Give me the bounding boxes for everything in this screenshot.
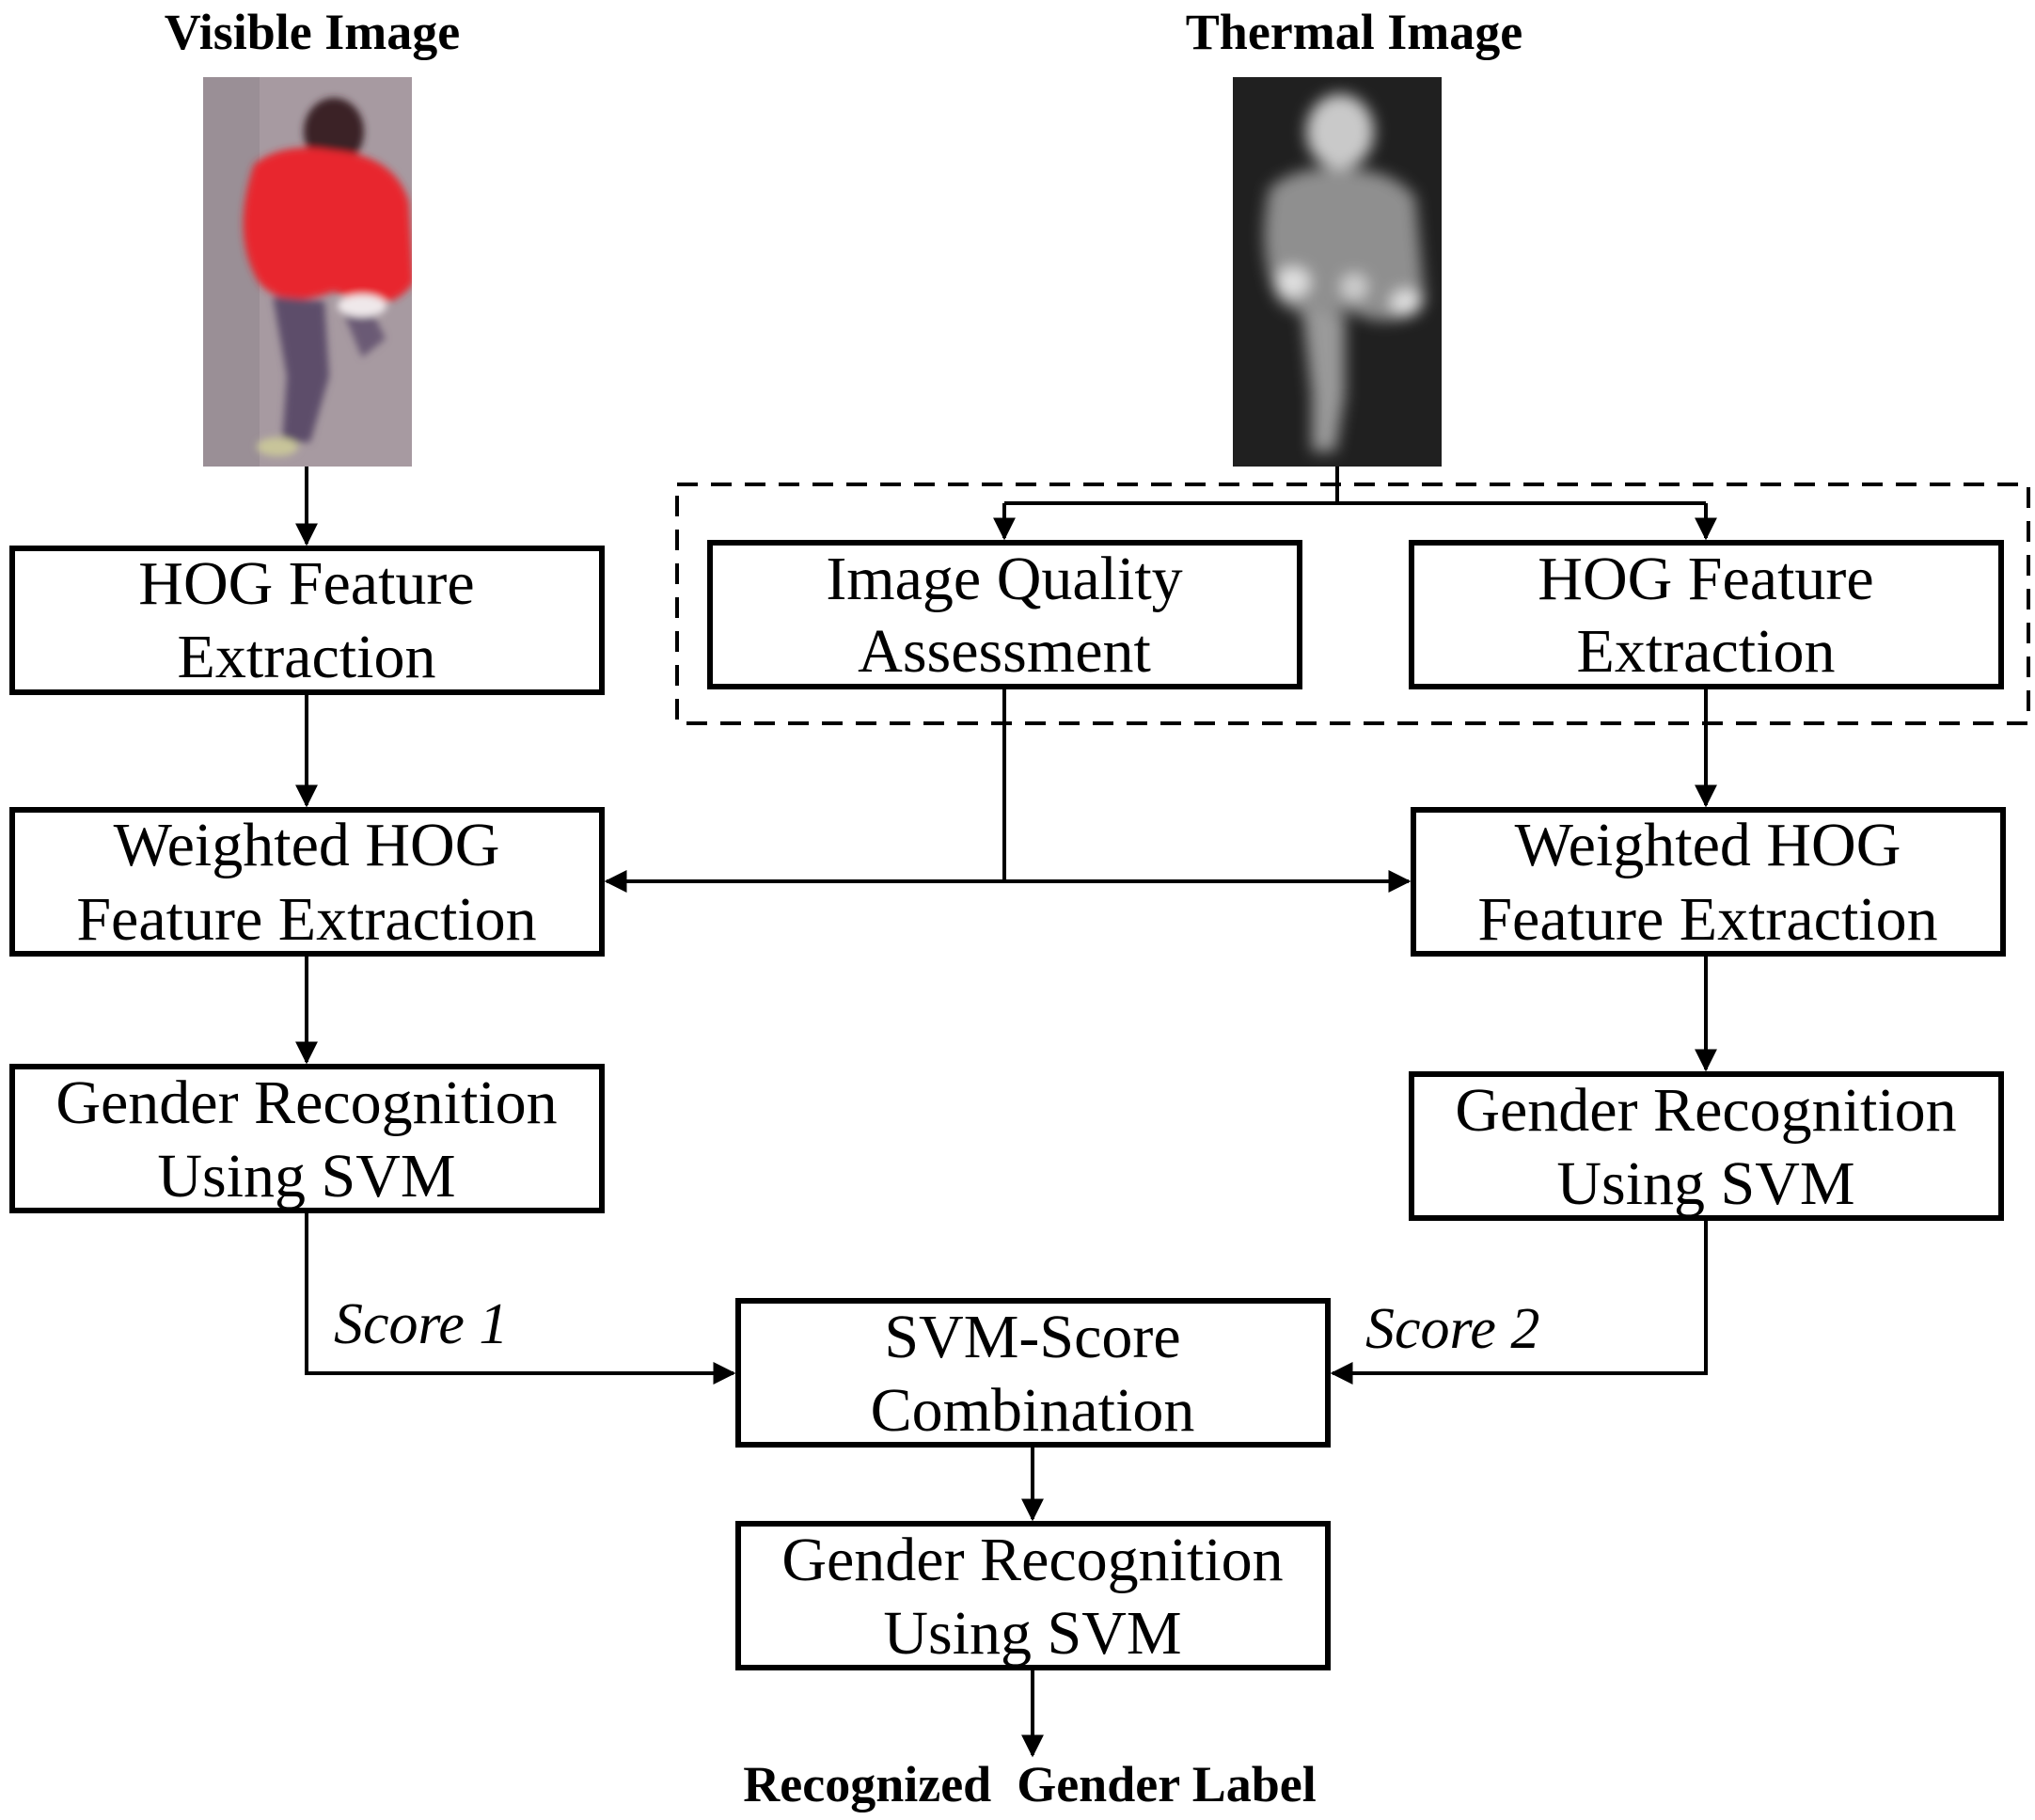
svm-final-line2: Using SVM xyxy=(883,1599,1181,1668)
hog-thermal-line1: HOG Feature xyxy=(1538,545,1873,613)
iqa-line1: Image Quality xyxy=(826,545,1182,613)
whog-visible-line2: Feature Extraction xyxy=(76,885,536,954)
arrow-score1 xyxy=(305,1211,736,1385)
thermal-image-title: Thermal Image xyxy=(1186,4,1522,60)
visible-image-title: Visible Image xyxy=(165,4,460,60)
image-quality-box: Image Quality Assessment xyxy=(707,540,1302,689)
svm-score-combination-box: SVM-Score Combination xyxy=(735,1298,1331,1448)
svm-box-visible: Gender Recognition Using SVM xyxy=(9,1064,605,1213)
weighted-hog-box-thermal: Weighted HOG Feature Extraction xyxy=(1411,807,2006,957)
whog-thermal-line1: Weighted HOG xyxy=(1515,811,1901,879)
whog-visible-line1: Weighted HOG xyxy=(114,811,500,879)
thermal-processing-group xyxy=(675,483,2030,725)
svm-final-line1: Gender Recognition xyxy=(781,1526,1283,1594)
hog-feature-box-visible: HOG Feature Extraction xyxy=(9,546,605,695)
svm-thermal-line2: Using SVM xyxy=(1556,1149,1854,1218)
svm-box-final: Gender Recognition Using SVM xyxy=(735,1521,1331,1670)
visible-person-image xyxy=(203,77,412,467)
whog-thermal-line2: Feature Extraction xyxy=(1477,885,1937,954)
weighted-hog-box-visible: Weighted HOG Feature Extraction xyxy=(9,807,605,957)
arrow-score2 xyxy=(1330,1218,1708,1385)
hog-thermal-line2: Extraction xyxy=(1577,617,1836,686)
hog-feature-box-thermal: HOG Feature Extraction xyxy=(1409,540,2004,689)
score1-label: Score 1 xyxy=(334,1292,508,1356)
score2-label: Score 2 xyxy=(1365,1297,1539,1361)
svm-box-thermal: Gender Recognition Using SVM xyxy=(1409,1071,2004,1221)
output-label: Recognized Gender Label xyxy=(743,1756,1316,1812)
thermal-person-image xyxy=(1233,77,1442,467)
score-comb-line1: SVM-Score xyxy=(884,1303,1180,1371)
svm-visible-line1: Gender Recognition xyxy=(55,1068,557,1137)
svm-thermal-line1: Gender Recognition xyxy=(1455,1076,1956,1145)
hog-visible-line2: Extraction xyxy=(178,623,436,691)
score-comb-line2: Combination xyxy=(871,1376,1195,1445)
hog-visible-line1: HOG Feature xyxy=(138,549,474,618)
iqa-line2: Assessment xyxy=(858,617,1151,686)
svm-visible-line2: Using SVM xyxy=(157,1142,455,1211)
